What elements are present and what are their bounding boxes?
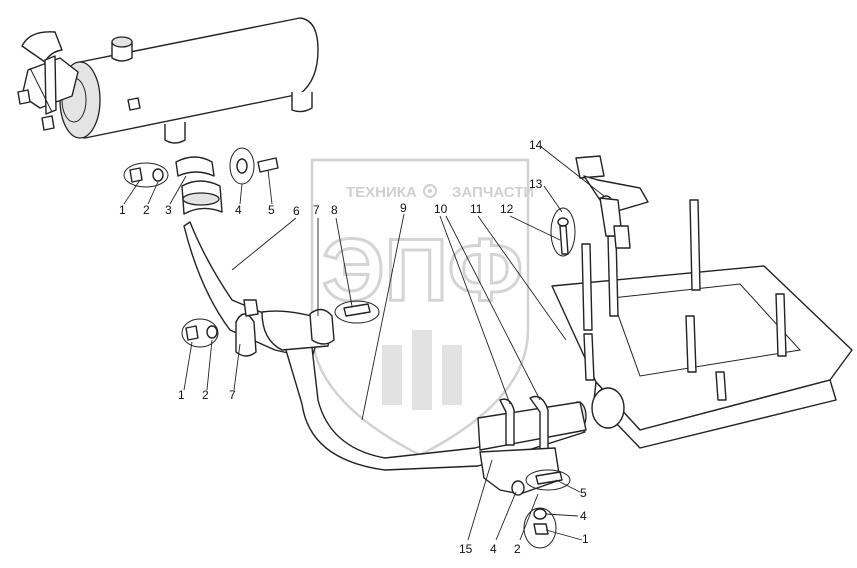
callout-1: 1 bbox=[119, 203, 126, 217]
callout-15: 15 bbox=[459, 542, 473, 556]
gear-icon bbox=[423, 184, 437, 198]
washer-set-upper bbox=[123, 162, 169, 188]
callout-10: 10 bbox=[434, 202, 448, 216]
callout-6: 6 bbox=[293, 204, 300, 218]
callout-7: 7 bbox=[313, 203, 320, 217]
callout-5: 5 bbox=[268, 203, 275, 217]
washer-set-upper-right bbox=[229, 147, 279, 185]
callout-1-bottom: 1 bbox=[582, 532, 589, 546]
callout-7-lower: 7 bbox=[229, 388, 236, 402]
exhaust-box bbox=[551, 199, 853, 449]
callout-labels: 1 2 3 4 5 6 7 8 9 10 11 12 13 14 1 2 7 5… bbox=[119, 138, 589, 556]
pipe-bracket bbox=[479, 395, 571, 496]
callout-5-lower: 5 bbox=[580, 486, 587, 500]
callout-2-lower: 2 bbox=[202, 388, 209, 402]
callout-13: 13 bbox=[529, 177, 543, 191]
watermark-line2: ЗАПЧАСТИ bbox=[452, 184, 534, 201]
bolt-8 bbox=[334, 300, 380, 324]
callout-3: 3 bbox=[165, 203, 172, 217]
leader-lines bbox=[123, 145, 605, 541]
callout-4-bottom: 4 bbox=[490, 542, 497, 556]
callout-1-lower: 1 bbox=[178, 388, 185, 402]
hose-connector bbox=[175, 156, 223, 215]
callout-11: 11 bbox=[470, 202, 483, 216]
callout-8: 8 bbox=[331, 203, 338, 217]
washer-set-lower-left bbox=[181, 318, 219, 348]
wheat-emblem bbox=[382, 330, 462, 410]
callout-2: 2 bbox=[143, 203, 150, 217]
muffler bbox=[17, 17, 319, 144]
callout-9: 9 bbox=[400, 201, 407, 215]
washer-set-lower-right bbox=[523, 507, 557, 549]
callout-12: 12 bbox=[500, 202, 514, 216]
watermark-logo: ЭПФ bbox=[322, 220, 523, 319]
mount-bracket bbox=[575, 155, 649, 249]
bolt-13 bbox=[550, 207, 576, 257]
clamp-left bbox=[235, 299, 259, 357]
clamp-right bbox=[309, 308, 335, 345]
watermark-line1: ТЕХНИКА bbox=[346, 184, 417, 201]
callout-2-bottom: 2 bbox=[514, 542, 521, 556]
callout-4-lower: 4 bbox=[580, 509, 587, 523]
callout-14: 14 bbox=[529, 138, 543, 152]
callout-4: 4 bbox=[235, 203, 242, 217]
